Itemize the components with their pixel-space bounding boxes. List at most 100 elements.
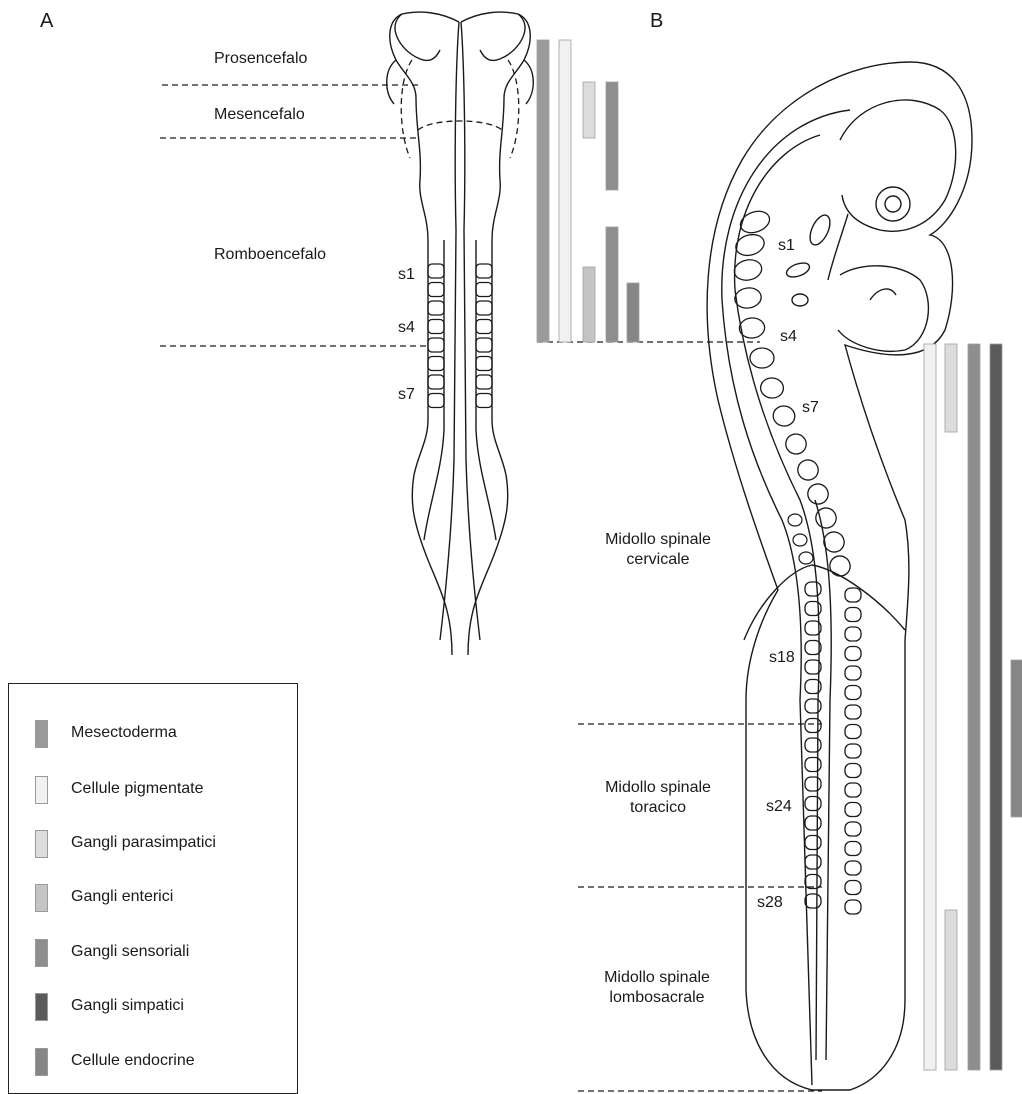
contribution-bar [583,82,595,138]
somite-a-s7: s7 [398,385,415,405]
somite-a-s1: s1 [398,265,415,285]
legend-item-mesectoderma: Mesectoderma [35,720,295,750]
contribution-bar [945,910,957,1070]
somite-b [784,432,808,456]
somite-b-left [805,836,821,850]
somite-a-right [476,320,492,334]
label-mesencefalo: Mesencefalo [214,105,305,125]
legend-label: Mesectoderma [71,724,177,742]
contribution-bar [968,344,980,1070]
somite-b [805,481,831,507]
somite-b-right [845,803,861,817]
contribution-bar [627,283,639,342]
legend-swatch [35,993,48,1021]
contribution-bar [945,344,957,432]
somite-b-s28: s28 [757,893,783,913]
legend-swatch [35,939,48,967]
somite-b [732,257,763,282]
somite-a-right [476,375,492,389]
somite-b-left [805,758,821,772]
contribution-bar [583,267,595,342]
somite-a-right [476,394,492,408]
somite-a-left [428,301,444,315]
somite-b [739,317,766,339]
somite-b-right [845,900,861,914]
legend-label: Cellule pigmentate [71,780,204,798]
legend-label: Gangli enterici [71,888,173,906]
somite-a-right [476,283,492,297]
somite-b-right [845,666,861,680]
legend-item-gangli-parasimpatici: Gangli parasimpatici [35,830,295,860]
somite-b-right [845,686,861,700]
somite-b-s7: s7 [802,398,819,418]
somite-a-right [476,338,492,352]
somite-b [750,348,774,368]
somite-b [772,405,796,428]
somite-b [826,552,854,580]
somite-a-s4: s4 [398,318,415,338]
somite-b-small [788,514,802,526]
legend-swatch [35,776,48,804]
somite-b-s4: s4 [780,327,797,347]
somites-b [732,207,861,914]
somite-b-s1: s1 [778,236,795,256]
contribution-bar [606,82,618,190]
somite-b-right [845,725,861,739]
label-prosencefalo: Prosencefalo [214,49,307,69]
legend-item-gangli-simpatici: Gangli simpatici [35,993,295,1023]
contribution-bar [990,344,1002,1070]
label-toracico: Midollo spinale toracico [588,778,728,818]
somite-a-left [428,283,444,297]
somite-b-right [845,627,861,641]
legend-item-cellule-endocrine: Cellule endocrine [35,1048,295,1078]
legend-swatch [35,884,48,912]
somite-b-right [845,861,861,875]
somite-b-right [845,842,861,856]
legend-swatch [35,720,48,748]
contribution-bar [924,344,936,1070]
label-cervicale-line1: Midollo spinale [588,530,728,550]
somite-b-left [805,582,821,596]
panel-b-label: B [650,10,663,33]
somites-a [428,264,492,408]
somite-a-right [476,301,492,315]
somite-b-left [805,719,821,733]
legend-label: Cellule endocrine [71,1052,195,1070]
somite-b-right [845,744,861,758]
somite-a-left [428,338,444,352]
somite-b-right [845,705,861,719]
contribution-bar [606,227,618,342]
contribution-bar [559,40,571,342]
label-cervicale: Midollo spinale cervicale [588,530,728,570]
somite-b [760,377,784,399]
somite-b-right [845,647,861,661]
somite-b-small [793,534,807,546]
label-toracico-line2: toracico [588,798,728,818]
label-cervicale-line2: cervicale [588,550,728,570]
label-toracico-line1: Midollo spinale [588,778,728,798]
legend-label: Gangli simpatici [71,997,184,1015]
legend-label: Gangli sensoriali [71,943,189,961]
legend-label: Gangli parasimpatici [71,834,216,852]
label-lombosacrale: Midollo spinale lombosacrale [582,968,732,1008]
legend-item-gangli-enterici: Gangli enterici [35,884,295,914]
label-lombosacrale-line1: Midollo spinale [582,968,732,988]
somite-a-right [476,357,492,371]
somite-b [813,505,840,532]
somite-b-left [805,894,821,908]
panel-a-label: A [40,10,53,33]
somite-b-right [845,783,861,797]
somite-a-left [428,320,444,334]
somite-b-left [805,855,821,869]
legend: Mesectoderma Cellule pigmentate Gangli p… [8,683,298,1094]
somite-b-left [805,816,821,830]
legend-item-gangli-sensoriali: Gangli sensoriali [35,939,295,969]
somite-b-right [845,608,861,622]
legend-swatch [35,830,48,858]
somite-b-s18: s18 [769,648,795,668]
contribution-bar [537,40,549,342]
somite-b-right [845,588,861,602]
somite-a-left [428,264,444,278]
somite-b-left [805,797,821,811]
somite-b-left [805,738,821,752]
